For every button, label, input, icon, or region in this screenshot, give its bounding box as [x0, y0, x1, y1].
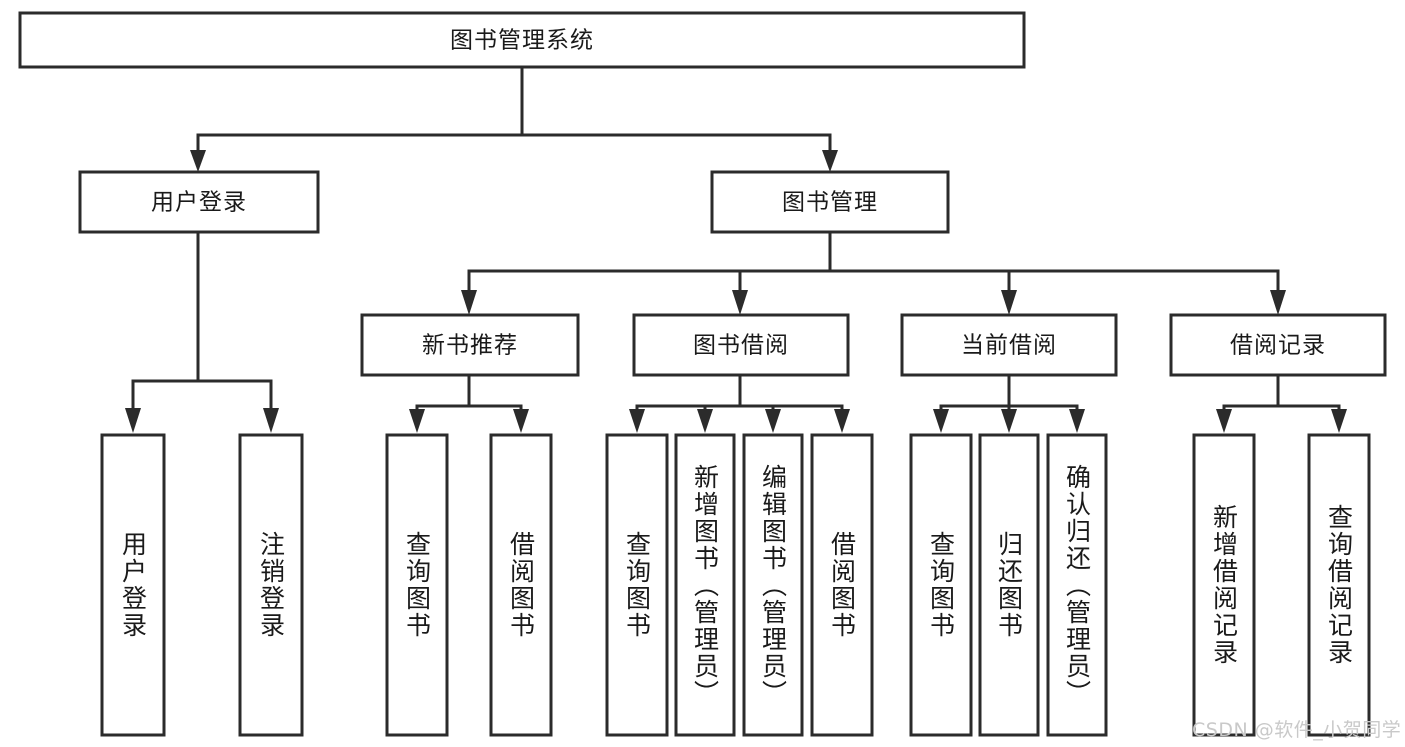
node-book-management-label: 图书管理: [782, 190, 878, 216]
arrow-head-leaf-current-borrow-0: [933, 409, 949, 433]
leaf-new-book-0-box[interactable]: [385, 433, 449, 737]
arrow-head-leaf-new-book-0: [409, 409, 425, 433]
arrow-head-leaf-book-borrow-2: [765, 409, 781, 433]
leaf-current-borrow-1-box[interactable]: [978, 433, 1040, 737]
leaf-current-borrow-2-box[interactable]: [1046, 433, 1108, 737]
node-borrow-record-box[interactable]: [1169, 313, 1387, 377]
leaf-user-login-1-box[interactable]: [238, 433, 304, 737]
arrow-head-level3-0: [461, 290, 477, 315]
arrow-head-leaf-new-book-1: [513, 409, 529, 433]
node-book-borrow-label: 图书借阅: [693, 333, 789, 359]
arrow-head-bookmgmt: [822, 150, 838, 172]
arrow-head-level3-2: [1001, 290, 1017, 315]
node-root-label: 图书管理系统: [450, 28, 594, 54]
connector-group: [125, 65, 1347, 433]
node-book-borrow-box[interactable]: [632, 313, 850, 377]
leaf-book-borrow-0-box[interactable]: [605, 433, 669, 737]
leaf-book-borrow-1-box[interactable]: [674, 433, 736, 737]
arrow-head-leaf-current-borrow-1: [1001, 409, 1017, 433]
leaf-borrow-record-0-box[interactable]: [1192, 433, 1256, 737]
node-current-borrow-label: 当前借阅: [961, 333, 1057, 359]
arrow-head-level3-3: [1270, 290, 1286, 315]
leaf-book-borrow-2-box[interactable]: [742, 433, 804, 737]
arrow-head-leaf-book-borrow-0: [629, 409, 645, 433]
node-user-login-box[interactable]: [78, 170, 320, 234]
leaf-new-book-1-box[interactable]: [489, 433, 553, 737]
arrow-head-leaf-borrow-record-0: [1216, 409, 1232, 433]
leaf-book-borrow-3-box[interactable]: [810, 433, 874, 737]
arrow-head-leaf-user-login-0: [125, 408, 141, 433]
arrow-head-userlogin: [190, 150, 206, 172]
leaf-current-borrow-0-box[interactable]: [909, 433, 973, 737]
arrow-head-leaf-book-borrow-3: [834, 409, 850, 433]
node-user-login-label: 用户登录: [151, 190, 247, 216]
node-borrow-record-label: 借阅记录: [1230, 333, 1326, 359]
arrow-head-leaf-borrow-record-1: [1331, 409, 1347, 433]
arrow-head-leaf-book-borrow-1: [697, 409, 713, 433]
arrow-head-level3-1: [732, 290, 748, 315]
node-book-management-box[interactable]: [710, 170, 950, 234]
leaf-user-login-0-box[interactable]: [100, 433, 166, 737]
node-current-borrow-box[interactable]: [900, 313, 1118, 377]
arrow-head-leaf-current-borrow-2: [1069, 409, 1085, 433]
node-root-box[interactable]: [18, 11, 1026, 69]
arrow-head-leaf-user-login-1: [263, 408, 279, 433]
node-new-book-recommend-label: 新书推荐: [422, 333, 518, 359]
node-new-book-recommend-box[interactable]: [360, 313, 580, 377]
leaf-borrow-record-1-box[interactable]: [1307, 433, 1371, 737]
